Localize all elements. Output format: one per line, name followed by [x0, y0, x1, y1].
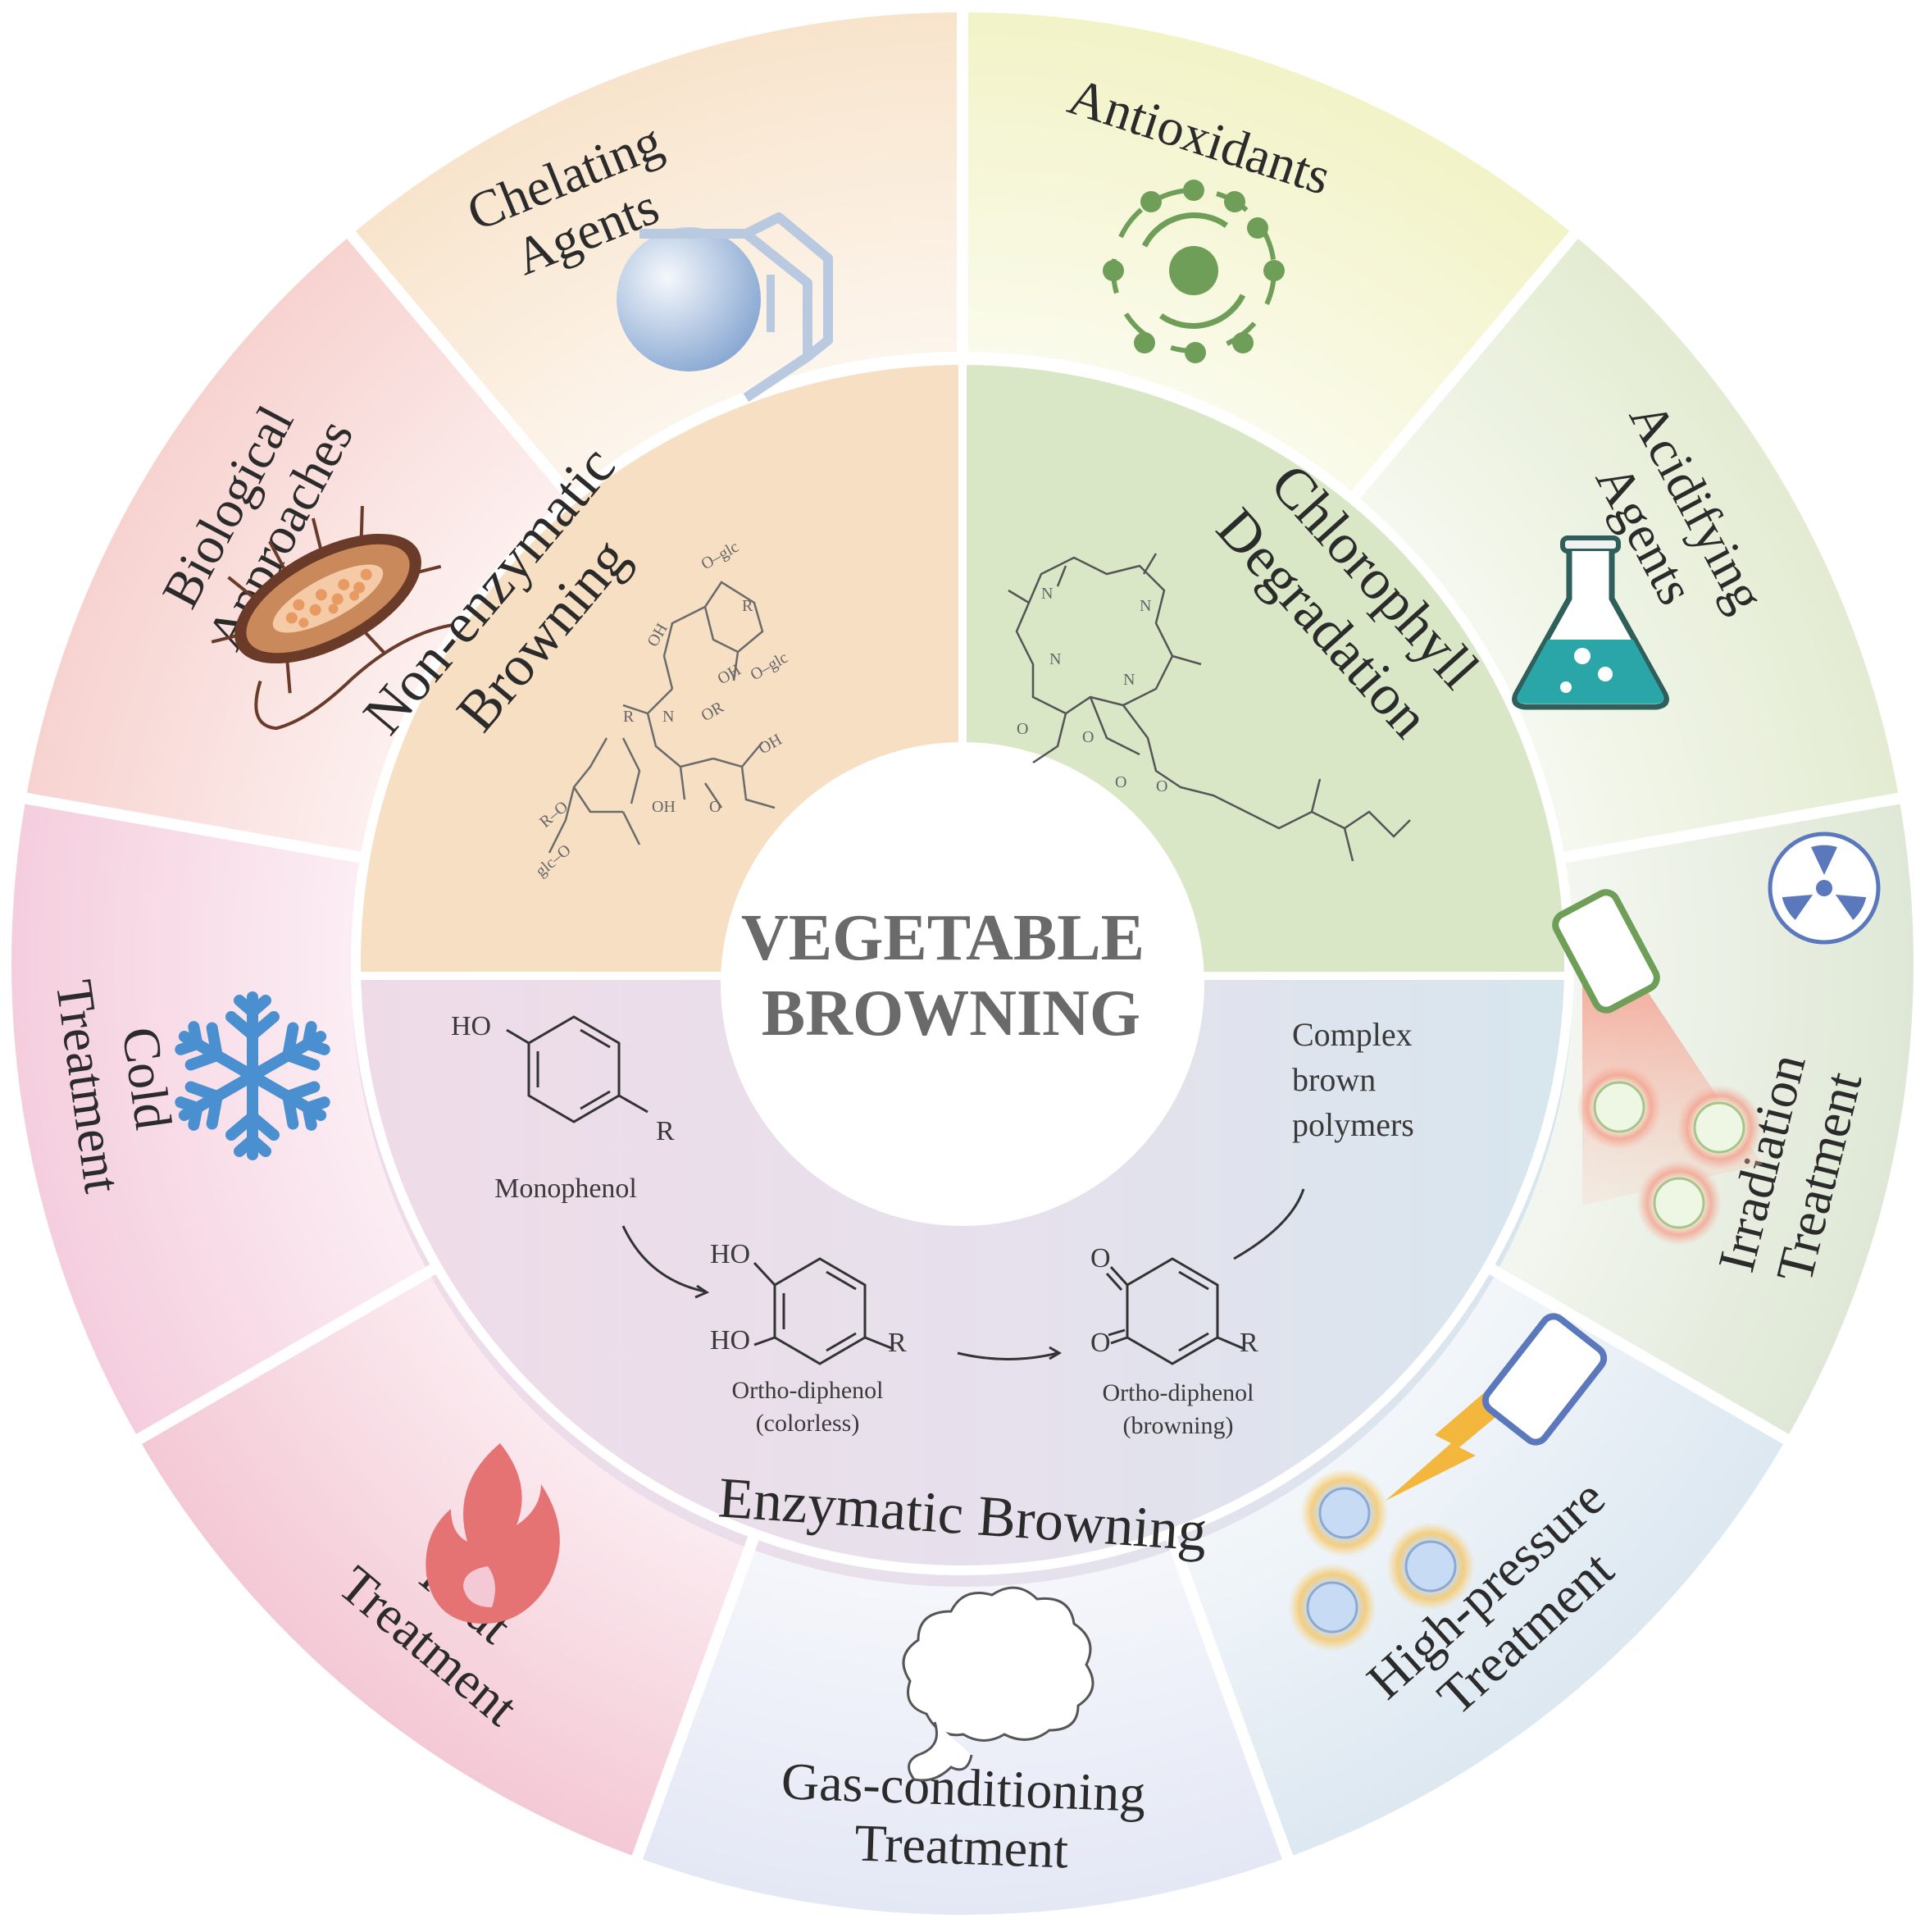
- polymers-line2: brown: [1292, 1061, 1376, 1098]
- inner-ring-border: [351, 352, 1574, 1575]
- svg-text:O: O: [1082, 728, 1094, 746]
- snowflake-icon: [174, 991, 331, 1155]
- segment-gap: [1163, 1528, 1296, 1867]
- porphyrin-structure: [1008, 553, 1411, 862]
- radiation-icon: [1768, 832, 1881, 945]
- quinone-name: Ortho-diphenol: [1103, 1379, 1254, 1406]
- diphenol-name: Ortho-diphenol: [732, 1377, 884, 1404]
- diphenol-ho2: HO: [710, 1325, 750, 1356]
- monophenol-structure: [506, 1015, 648, 1123]
- center-title-line2: BROWNING: [762, 977, 1140, 1050]
- svg-text:O: O: [709, 798, 721, 816]
- porphyrin-labels: N N N N O O O O: [1017, 585, 1167, 795]
- glycoside-structure: [548, 581, 776, 854]
- segment-gap: [1554, 791, 1909, 865]
- diphenol-note: (colorless): [756, 1410, 860, 1437]
- diphenol-ho1: HO: [710, 1239, 750, 1269]
- outer-label-gas-line2: Treatment: [853, 1813, 1069, 1879]
- atom-icon: [1103, 180, 1285, 363]
- segment-gap: [1481, 1260, 1796, 1449]
- bacterium-icon: [211, 506, 454, 731]
- segment-gap: [1345, 225, 1584, 506]
- inner-segment-enzymatic: [352, 976, 1573, 1587]
- outer-label-cold-line1: Cold: [111, 1023, 183, 1132]
- diphenol-structure: [753, 1257, 894, 1365]
- svg-text:OH: OH: [652, 798, 676, 816]
- segment-gap: [16, 791, 371, 865]
- svg-text:R: R: [742, 597, 753, 615]
- polymers-line3: polymers: [1292, 1106, 1414, 1143]
- pressure-icon: [1288, 1313, 1608, 1652]
- segment-gap: [129, 1260, 444, 1449]
- svg-text:N: N: [1049, 650, 1061, 668]
- center-title-line1: VEGETABLE: [741, 902, 1145, 974]
- center-circle: [721, 742, 1204, 1226]
- quinone-r: R: [1240, 1328, 1258, 1358]
- reaction-arrows: [621, 1188, 1305, 1360]
- svg-text:N: N: [662, 708, 674, 726]
- svg-text:N: N: [1041, 585, 1053, 603]
- segment-gap: [341, 225, 580, 506]
- segment-gap: [629, 1528, 762, 1867]
- monophenol-name: Monophenol: [494, 1173, 637, 1204]
- svg-text:O: O: [1017, 720, 1028, 738]
- quinone-note: (browning): [1123, 1412, 1234, 1439]
- chelate-icon: [617, 212, 833, 402]
- svg-text:R: R: [623, 708, 635, 726]
- monophenol-r: R: [656, 1116, 675, 1146]
- flame-icon: [426, 1443, 560, 1624]
- svg-text:O: O: [1156, 777, 1167, 795]
- diphenol-r: R: [888, 1328, 907, 1358]
- quinone-o1: O: [1090, 1243, 1111, 1274]
- polymers-line1: Complex: [1292, 1016, 1413, 1053]
- quinone-structure: [1105, 1257, 1245, 1365]
- svg-text:N: N: [1123, 671, 1135, 689]
- flask-icon: [1512, 535, 1669, 710]
- cloud-icon: [902, 1586, 1094, 1782]
- monophenol-ho: HO: [451, 1011, 491, 1041]
- quinone-o2: O: [1090, 1328, 1111, 1358]
- svg-text:N: N: [1140, 597, 1151, 615]
- svg-text:O: O: [1115, 773, 1126, 791]
- irradiation-lamp-icon: [1552, 889, 1763, 1246]
